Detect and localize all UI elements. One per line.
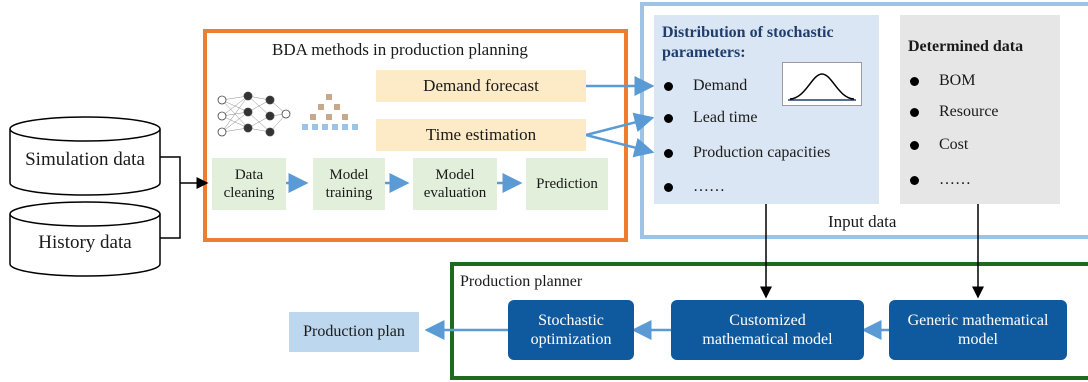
bullet-icon <box>664 81 673 91</box>
stochastic-parameters-panel: Distribution of stochastic parameters: D… <box>654 15 879 204</box>
bda-methods-frame <box>203 29 628 242</box>
bda-methods-title: BDA methods in production planning <box>272 40 528 59</box>
simulation-data-cylinder <box>9 116 161 196</box>
history-data-label: History data <box>38 231 132 253</box>
production-plan-box: Production plan <box>289 312 419 352</box>
bullet-icon <box>910 175 919 185</box>
history-connector <box>160 183 181 239</box>
model-evaluation-step: Model evaluation <box>413 158 497 210</box>
demand-forecast-box: Demand forecast <box>376 70 586 102</box>
simulation-data-label: Simulation data <box>25 148 145 170</box>
stochastic-item-label: Production capacities <box>693 144 831 161</box>
determined-item-label: Resource <box>939 103 999 120</box>
estimation-to-capacities-arrow <box>585 133 655 158</box>
stochastic-optimization-box: Stochastic optimization <box>508 300 634 360</box>
stochastic-item-more: …… <box>664 175 725 199</box>
determined-item-cost: Cost <box>910 133 968 157</box>
production-planner-label: Production planner <box>460 273 583 290</box>
determined-data-panel: Determined data BOM Resource Cost …… <box>900 15 1060 204</box>
stochastic-parameters-title: Distribution of stochastic parameters: <box>662 24 834 61</box>
bullet-icon <box>910 107 919 117</box>
stochastic-item-lead-time: Lead time <box>664 106 757 130</box>
production-planner-frame <box>450 262 1088 380</box>
time-estimation-box: Time estimation <box>376 119 586 151</box>
determined-item-resource: Resource <box>910 100 999 124</box>
input-data-label: Input data <box>828 212 897 231</box>
estimation-to-leadtime-arrow <box>585 112 655 137</box>
bullet-icon <box>664 148 673 158</box>
stochastic-item-capacities: Production capacities <box>664 141 830 165</box>
generic-model-box: Generic mathematical model <box>889 300 1067 360</box>
stochastic-item-demand: Demand <box>664 74 747 98</box>
prediction-step: Prediction <box>526 158 608 210</box>
bullet-icon <box>664 113 673 123</box>
determined-item-label: …… <box>939 171 971 188</box>
bullet-icon <box>664 182 673 192</box>
stochastic-item-label: …… <box>693 178 725 195</box>
bullet-icon <box>910 140 919 150</box>
history-data-cylinder <box>9 201 161 277</box>
model-training-step: Model training <box>313 158 385 210</box>
determined-item-label: Cost <box>939 136 969 153</box>
stochastic-item-label: Demand <box>693 77 748 94</box>
simulation-connector <box>160 156 181 183</box>
stochastic-item-label: Lead time <box>693 109 758 126</box>
determined-item-label: BOM <box>939 72 976 89</box>
determined-item-more: …… <box>910 168 971 192</box>
bullet-icon <box>910 76 919 86</box>
determined-data-title: Determined data <box>908 38 1024 55</box>
data-cleaning-step: Data cleaning <box>212 158 286 210</box>
distribution-curve-icon <box>782 62 862 106</box>
determined-item-bom: BOM <box>910 69 975 93</box>
customized-model-box: Customized mathematical model <box>671 300 864 360</box>
